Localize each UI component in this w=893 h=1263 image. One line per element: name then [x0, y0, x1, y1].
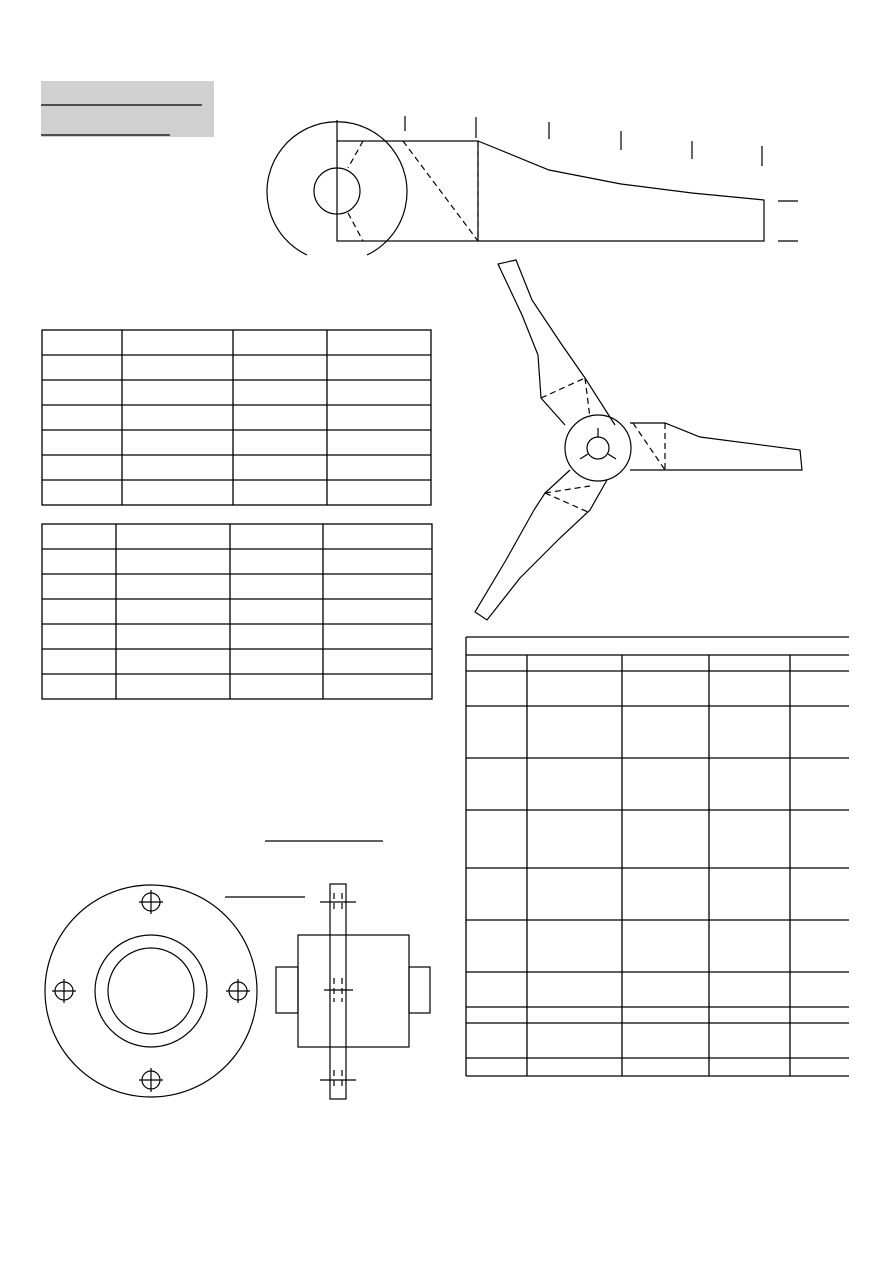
flange-front-view	[44, 840, 383, 1098]
table-1	[41, 329, 432, 506]
bolt-hole	[139, 890, 163, 914]
three-blade-rotor-view	[474, 259, 803, 621]
title-block	[41, 81, 214, 137]
bolt-hole	[52, 979, 76, 1003]
parts-table	[465, 636, 849, 1077]
blade-profile-view	[266, 116, 798, 256]
bolt-hole	[226, 979, 250, 1003]
flange-side-view	[275, 883, 431, 1100]
table-2	[41, 523, 433, 700]
station-marks	[404, 116, 763, 166]
bolt-hole	[139, 1068, 163, 1092]
